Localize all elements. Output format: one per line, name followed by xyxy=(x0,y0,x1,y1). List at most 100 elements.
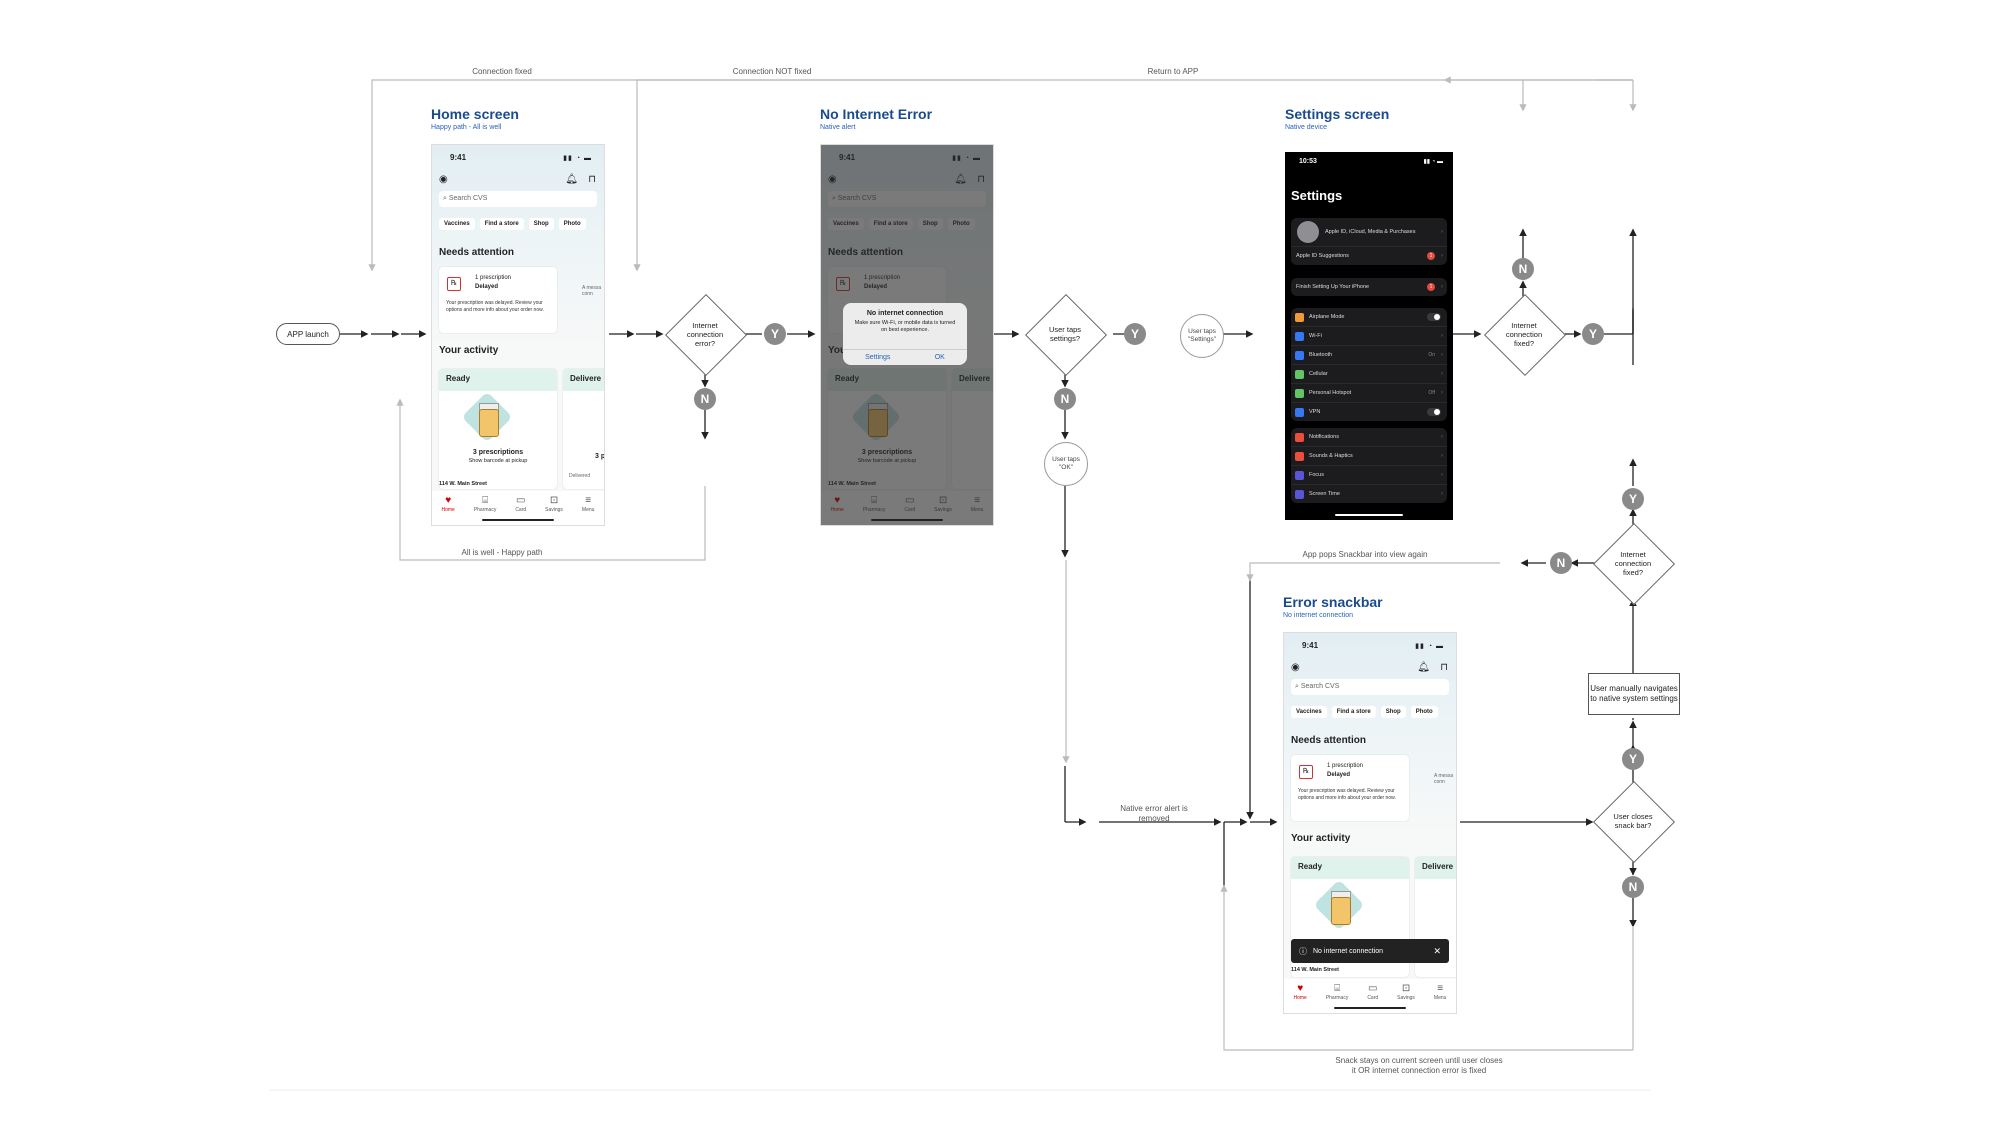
store-address: 114 W. Main Street xyxy=(1291,967,1339,973)
card-icon: ▭ xyxy=(1368,983,1378,994)
hotspot-icon xyxy=(1295,388,1304,398)
close-icon[interactable]: ✕ xyxy=(1433,945,1441,956)
search-input[interactable]: ⌕ Search CVS xyxy=(1291,679,1449,695)
rx-status: Delayed xyxy=(1327,772,1351,778)
pharmacy-icon: ⌸ xyxy=(482,495,489,506)
tab-menu[interactable]: ≡Menu xyxy=(1433,983,1447,1001)
label-connection-not-fixed: Connection NOT fixed xyxy=(732,67,812,76)
label-all-is-well: All is well - Happy path xyxy=(461,548,543,557)
settings-title: Settings xyxy=(1291,188,1343,203)
tab-card[interactable]: ▭Card xyxy=(1367,983,1379,1001)
your-activity-heading: Your activity xyxy=(1291,833,1351,844)
notification-badge: 1 xyxy=(1427,252,1435,260)
delivered-status: Delivered xyxy=(569,473,591,479)
savings-icon: ⊡ xyxy=(1401,983,1411,994)
tab-pharmacy[interactable]: ⌸Pharmacy xyxy=(1325,983,1349,1001)
airplane-toggle[interactable] xyxy=(1427,313,1441,321)
status-icons: ▮▮ ◔ ▬ xyxy=(1415,643,1444,650)
settings-screen-phone: 10:53 ▮▮ ◔ ▬ Settings Apple ID, iCloud, … xyxy=(1285,152,1453,520)
wifi-row[interactable]: Wi-Fi› xyxy=(1291,327,1447,346)
screen-time-icon xyxy=(1295,489,1304,499)
status-time: 9:41 xyxy=(1302,641,1319,650)
tab-card[interactable]: ▭Card xyxy=(515,495,527,513)
savings-icon: ⊡ xyxy=(549,495,559,506)
rx-body: Your prescription was delayed. Review yo… xyxy=(446,300,544,313)
tab-savings[interactable]: ⊡Savings xyxy=(545,495,563,513)
activity-card-delivered[interactable]: Delivere 3 p Delivered xyxy=(563,369,604,489)
error-screen-phone: 9:41 ▮▮ ◔ ▬ ◉ 🔔︎ ⊓ ⌕ Search CVS Vaccines… xyxy=(820,144,994,526)
decision-user-taps-settings-text: User taps settings? xyxy=(1048,325,1082,343)
pill-bottle-icon xyxy=(479,409,499,437)
decision-internet-error-text: Internet connection error? xyxy=(686,320,724,348)
alert-settings-button[interactable]: Settings xyxy=(865,354,891,361)
label-snackbar-again: App pops Snackbar into view again xyxy=(1302,550,1428,559)
search-input[interactable]: ⌕ Search CVS xyxy=(439,191,597,207)
chip-shop[interactable]: Shop xyxy=(528,218,554,230)
home-screen-subtitle: Happy path - All is well xyxy=(431,124,502,131)
rx-count: 1 prescription xyxy=(475,275,512,281)
airplane-mode-row[interactable]: Airplane Mode xyxy=(1291,308,1447,327)
bell-icon[interactable]: 🔔︎ xyxy=(565,174,578,185)
apple-id-row[interactable]: Apple ID, iCloud, Media & Purchases› xyxy=(1291,218,1447,247)
snackbar-message: No internet connection xyxy=(1313,947,1384,955)
alert-title: No internet connection xyxy=(866,310,944,317)
vpn-icon xyxy=(1295,407,1304,417)
bluetooth-icon xyxy=(1295,350,1304,360)
info-icon: ⓘ xyxy=(1299,946,1307,956)
badge-no: N xyxy=(694,388,716,410)
badge-no: N xyxy=(1622,876,1644,898)
focus-row[interactable]: Focus› xyxy=(1291,466,1447,485)
tab-menu[interactable]: ≡Menu xyxy=(581,495,595,513)
needs-attention-heading: Needs attention xyxy=(439,247,515,258)
decision-fixed-2-text: Internet connection fixed? xyxy=(1614,549,1652,577)
cart-icon[interactable]: ⊓ xyxy=(1440,662,1448,673)
chip-find-store[interactable]: Find a store xyxy=(1331,706,1376,718)
badge-yes: Y xyxy=(764,323,786,345)
bell-icon[interactable]: 🔔︎ xyxy=(1417,662,1430,673)
notifications-row[interactable]: Notifications› xyxy=(1291,428,1447,447)
cellular-row[interactable]: Cellular› xyxy=(1291,365,1447,384)
label-return-to-app: Return to APP xyxy=(1147,67,1199,76)
chip-photo[interactable]: Photo xyxy=(558,218,586,230)
category-chips: Vaccines Find a store Shop Photo xyxy=(439,218,586,230)
cellular-icon xyxy=(1295,369,1304,379)
decision-user-closes-snackbar-text: User closes snack bar? xyxy=(1613,812,1653,830)
chip-shop[interactable]: Shop xyxy=(1380,706,1406,718)
activity-card-ready[interactable]: Ready 3 prescriptions Show barcode at pi… xyxy=(439,369,557,489)
alert-message: Make sure Wi-Fi, or mobile data is turne… xyxy=(854,320,956,333)
account-icon[interactable]: ◉ xyxy=(1291,662,1300,673)
alert-ok-button[interactable]: OK xyxy=(934,354,945,361)
tab-home[interactable]: ♥Home xyxy=(441,495,455,513)
menu-icon: ≡ xyxy=(585,495,592,506)
prescription-card[interactable]: ℞ 1 prescription Delayed Your prescripti… xyxy=(1291,755,1409,821)
ready-label: Ready xyxy=(439,369,557,391)
chip-vaccines[interactable]: Vaccines xyxy=(439,218,475,230)
sounds-row[interactable]: Sounds & Haptics› xyxy=(1291,447,1447,466)
vpn-toggle[interactable] xyxy=(1427,408,1441,416)
snackbar-screen-title: Error snackbar xyxy=(1283,594,1383,610)
chip-photo[interactable]: Photo xyxy=(1410,706,1438,718)
tab-home[interactable]: ♥Home xyxy=(1293,983,1307,1001)
prescription-icon: ℞ xyxy=(447,277,461,291)
cart-icon[interactable]: ⊓ xyxy=(588,174,596,185)
chip-vaccines[interactable]: Vaccines xyxy=(1291,706,1327,718)
chip-find-store[interactable]: Find a store xyxy=(479,218,524,230)
pharmacy-icon: ⌸ xyxy=(1334,983,1341,994)
status-icons: ▮▮ ◔ ▬ xyxy=(1423,159,1443,165)
screen-time-row[interactable]: Screen Time› xyxy=(1291,485,1447,503)
settings-group-account: Apple ID, iCloud, Media & Purchases› App… xyxy=(1291,218,1447,265)
prescription-card[interactable]: ℞ 1 prescription Delayed Your prescripti… xyxy=(439,267,557,333)
badge-yes: Y xyxy=(1124,323,1146,345)
tab-pharmacy[interactable]: ⌸Pharmacy xyxy=(473,495,497,513)
account-icon[interactable]: ◉ xyxy=(439,174,448,185)
vpn-row[interactable]: VPN xyxy=(1291,403,1447,421)
tab-savings[interactable]: ⊡Savings xyxy=(1397,983,1415,1001)
badge-yes: Y xyxy=(1622,748,1644,770)
